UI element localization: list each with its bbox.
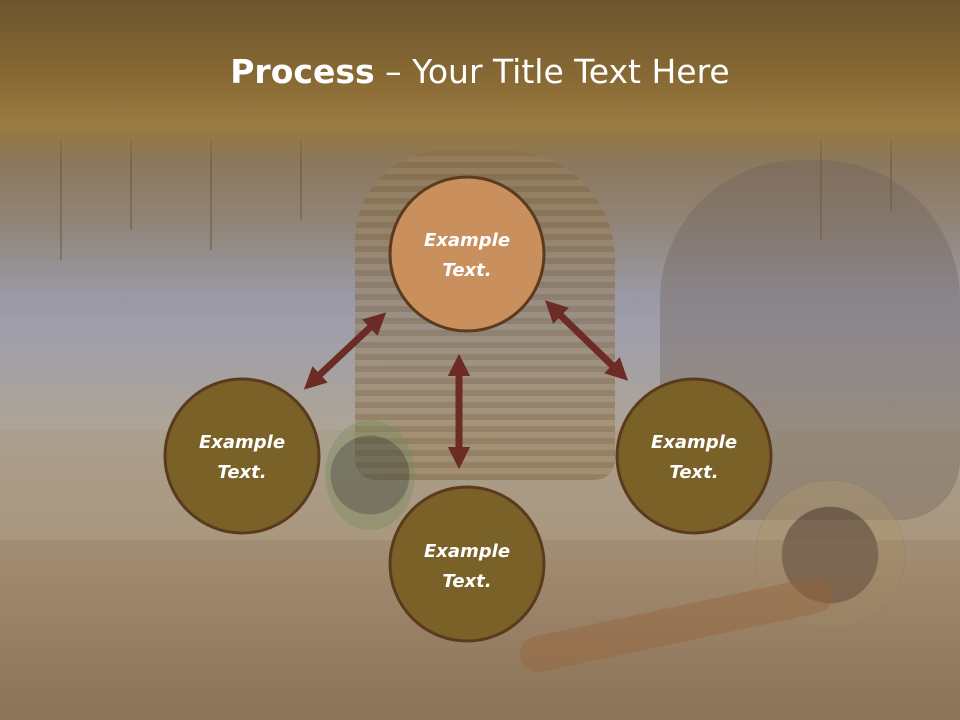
node-right-label-line1: Example bbox=[651, 432, 737, 453]
background-reel-right bbox=[755, 480, 905, 630]
slide-title: Process – Your Title Text Here bbox=[0, 52, 960, 91]
node-top: Example Text. bbox=[388, 175, 546, 333]
title-dash: – bbox=[374, 52, 413, 91]
node-bottom-label-line1: Example bbox=[424, 541, 510, 562]
title-band bbox=[0, 0, 960, 165]
background-reed bbox=[60, 140, 62, 260]
node-right-label-line2: Text. bbox=[669, 462, 718, 483]
node-bottom-circle bbox=[388, 485, 546, 643]
node-left-label-line1: Example bbox=[199, 432, 285, 453]
background-reed bbox=[130, 140, 132, 230]
node-top-circle bbox=[388, 175, 546, 333]
node-top-label-line2: Text. bbox=[442, 260, 491, 281]
node-bottom: Example Text. bbox=[388, 485, 546, 643]
background-reed bbox=[300, 140, 302, 220]
arrow-top-left bbox=[303, 312, 387, 390]
node-bottom-label-line2: Text. bbox=[442, 571, 491, 592]
node-top-label-line1: Example bbox=[424, 230, 510, 251]
background-reed bbox=[210, 140, 212, 250]
title-bold: Process bbox=[230, 52, 375, 91]
node-left: Example Text. bbox=[163, 377, 321, 535]
node-right-circle bbox=[615, 377, 773, 535]
background-reed bbox=[890, 140, 892, 210]
background-reed bbox=[820, 140, 822, 240]
node-right: Example Text. bbox=[615, 377, 773, 535]
node-left-label-line2: Text. bbox=[217, 462, 266, 483]
background-reel-left bbox=[325, 420, 415, 530]
title-rest: Your Title Text Here bbox=[412, 52, 730, 91]
node-left-circle bbox=[163, 377, 321, 535]
arrow-top-right bbox=[544, 300, 629, 381]
